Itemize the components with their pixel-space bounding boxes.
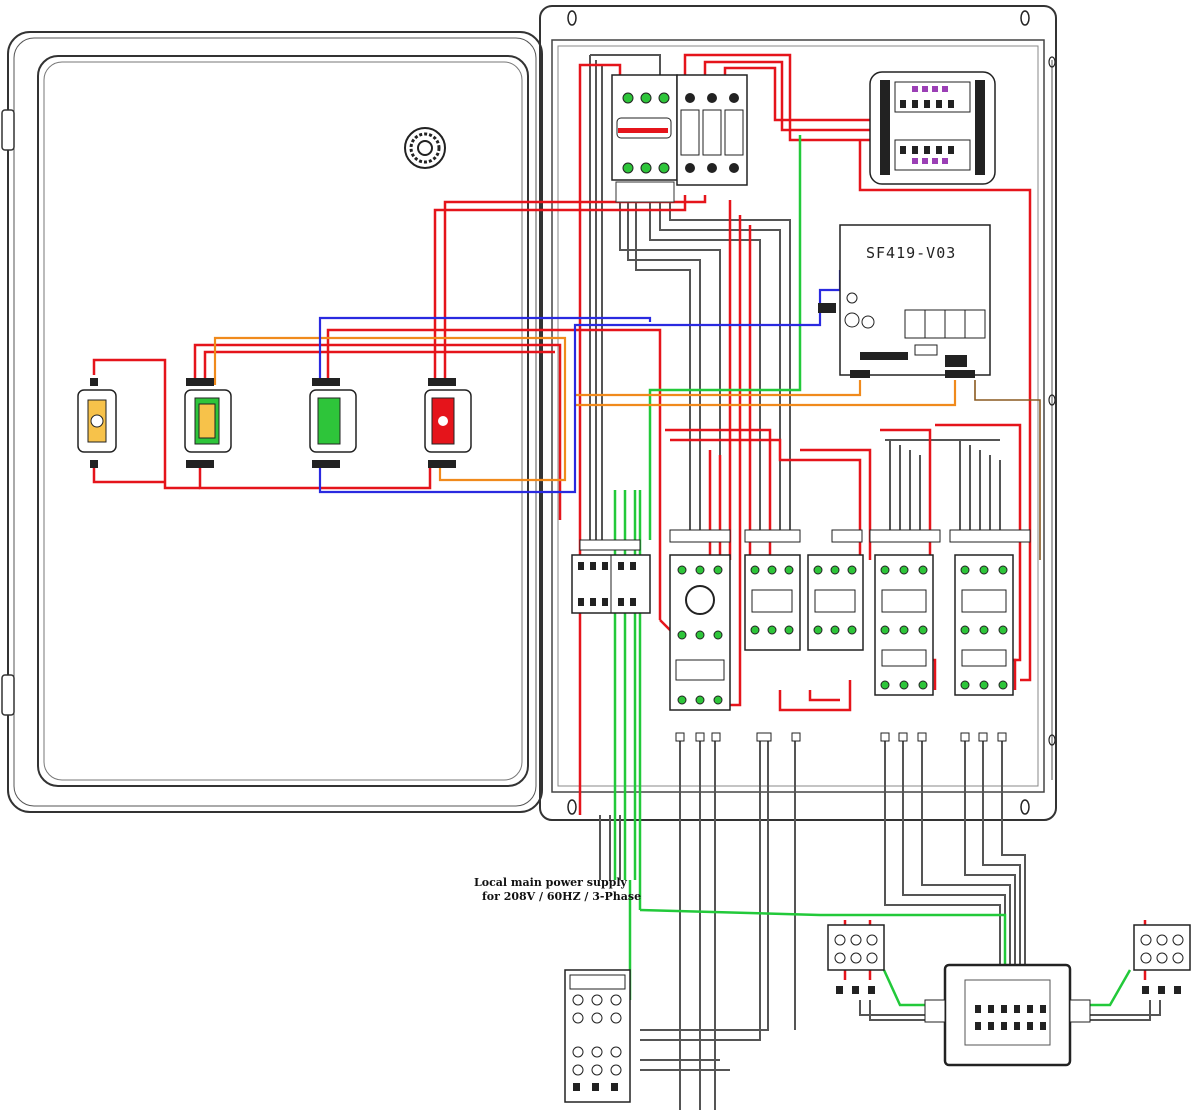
- motor-terminal-right: [1133, 924, 1191, 994]
- supply-note: Local main power supply for 208V / 60HZ …: [474, 876, 641, 903]
- contactor-3: [807, 529, 864, 651]
- terminal-strip-left: [571, 539, 651, 614]
- controller-board: SF419-V03: [818, 224, 991, 378]
- field-disconnect: [564, 969, 631, 1103]
- contactor-4: [869, 529, 941, 696]
- mount-hole-icon: [1020, 799, 1030, 815]
- door-switch-3: [309, 378, 357, 468]
- door-hinge-top: [1, 109, 15, 151]
- wires-green: [613, 135, 1132, 1007]
- supply-note-line1: Local main power supply: [474, 876, 628, 889]
- contactor-5: [949, 529, 1031, 696]
- contactor-1: [669, 529, 731, 711]
- fuse-holders: [676, 74, 748, 186]
- door-beacon-icon: [404, 127, 446, 169]
- main-breaker: [611, 74, 678, 203]
- supply-note-line2: for 208V / 60HZ / 3-Phase: [482, 890, 641, 903]
- mount-hole-icon: [1020, 10, 1030, 26]
- terminal-block-top: [869, 71, 996, 185]
- wires-signal: [213, 270, 1041, 560]
- wires-red: [92, 53, 1147, 980]
- mount-hole-icon: [567, 799, 577, 815]
- contactor-2: [744, 529, 801, 651]
- controller-label: SF419-V03: [866, 244, 956, 262]
- mount-hole-icon: [567, 10, 577, 26]
- door-switch-4: [424, 378, 472, 468]
- door-switch-2: [184, 378, 232, 468]
- motor-terminal-left: [827, 924, 885, 994]
- door-switch-1: [77, 378, 117, 468]
- door-hinge-bottom: [1, 674, 15, 716]
- output-terminals: [675, 732, 1007, 742]
- junction-box: [924, 963, 1091, 1067]
- enclosure-door: [1, 31, 543, 813]
- enclosure-panel: [539, 5, 1057, 821]
- door-devices: [77, 378, 472, 468]
